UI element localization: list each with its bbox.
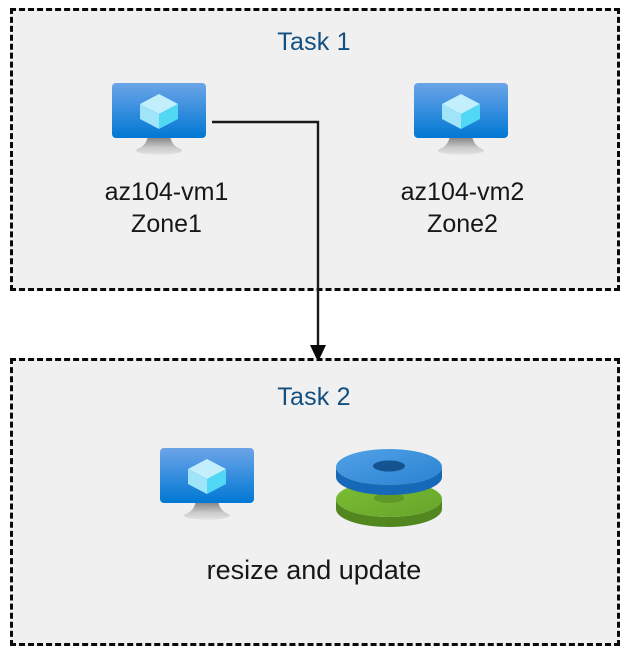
- virtual-machine-icon[interactable]: [412, 82, 516, 160]
- task-2-group-box: [10, 358, 620, 646]
- task-2-caption: resize and update: [206, 555, 422, 585]
- vm1-label-line2: Zone1: [131, 210, 202, 238]
- vm2-label: az104-vm2 Zone2: [340, 176, 585, 240]
- task-1-title: Task 1: [277, 28, 351, 56]
- vm1-label-line1: az104-vm1: [104, 178, 229, 206]
- task-2-title: Task 2: [277, 383, 351, 411]
- virtual-machine-icon[interactable]: [158, 447, 262, 525]
- virtual-machine-icon[interactable]: [110, 82, 214, 160]
- vm1-label: az104-vm1 Zone1: [44, 176, 289, 240]
- vm2-label-line2: Zone2: [427, 210, 498, 238]
- vm2-label-line1: az104-vm2: [400, 178, 525, 206]
- managed-disks-icon[interactable]: [334, 442, 444, 528]
